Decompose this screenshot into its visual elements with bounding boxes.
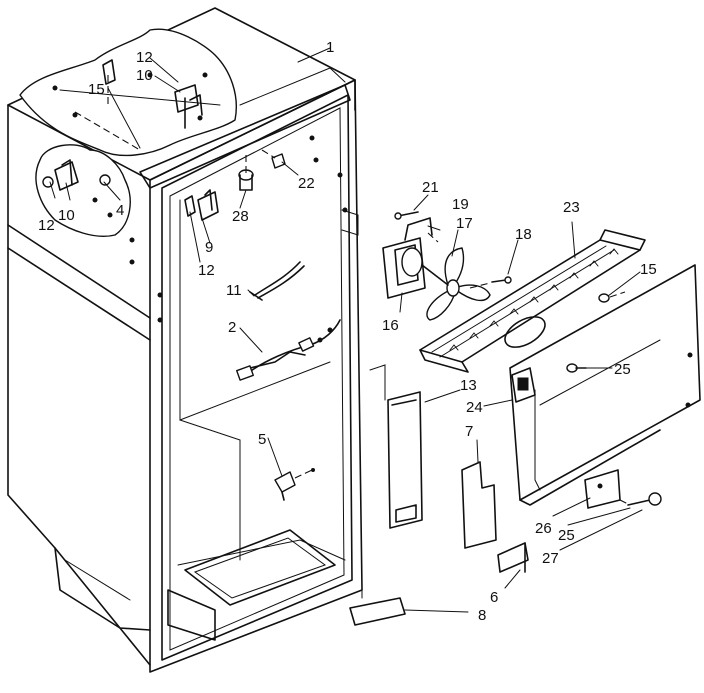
callout-28: 28	[232, 208, 249, 225]
wire-harness-small	[249, 261, 305, 301]
callout-10-side: 10	[58, 207, 75, 224]
callout-12-side: 12	[38, 217, 55, 234]
callout-15-panel: 15	[640, 261, 657, 278]
callout-7: 7	[465, 423, 473, 440]
callout-22: 22	[298, 175, 315, 192]
air-duct	[419, 229, 646, 373]
callout-5: 5	[258, 431, 266, 448]
strip-8	[349, 574, 406, 626]
callout-23: 23	[563, 199, 580, 216]
screw-5	[274, 468, 315, 501]
callout-27: 27	[542, 550, 559, 567]
callout-6: 6	[490, 589, 498, 606]
callout-12-front: 12	[198, 262, 215, 279]
callout-1: 1	[326, 39, 334, 56]
callout-11: 11	[226, 282, 242, 299]
callout-13: 13	[460, 377, 477, 394]
callout-2: 2	[228, 319, 236, 336]
bracket-26	[584, 469, 662, 509]
callout-12-top: 12	[136, 49, 153, 66]
left-cutaway	[35, 144, 131, 237]
callout-8: 8	[478, 607, 486, 624]
callout-25-bracket: 25	[558, 527, 575, 544]
callout-25-panel: 25	[614, 361, 631, 378]
leader-lines	[49, 47, 643, 613]
bracket-6	[497, 542, 529, 573]
callout-17: 17	[456, 215, 473, 232]
callout-16: 16	[382, 317, 399, 334]
callout-15-top: 15	[88, 81, 105, 98]
callout-4: 4	[116, 202, 124, 219]
callout-labels: 1 2 4 5 6 7 8 9 10 10 11 12 12 12 13 15 …	[38, 39, 657, 624]
panel-13	[369, 364, 423, 529]
callout-18: 18	[515, 226, 532, 243]
wire-harness-main	[236, 319, 341, 381]
callout-9: 9	[205, 239, 213, 256]
callout-21: 21	[422, 179, 439, 196]
fan-motor-assembly	[382, 211, 512, 321]
callout-19: 19	[452, 196, 469, 213]
panel-7	[461, 461, 497, 549]
rear-panel	[509, 264, 701, 506]
callout-10-top: 10	[136, 67, 153, 84]
top-cutaway	[19, 28, 237, 157]
callout-26: 26	[535, 520, 552, 537]
callout-24: 24	[466, 399, 483, 416]
